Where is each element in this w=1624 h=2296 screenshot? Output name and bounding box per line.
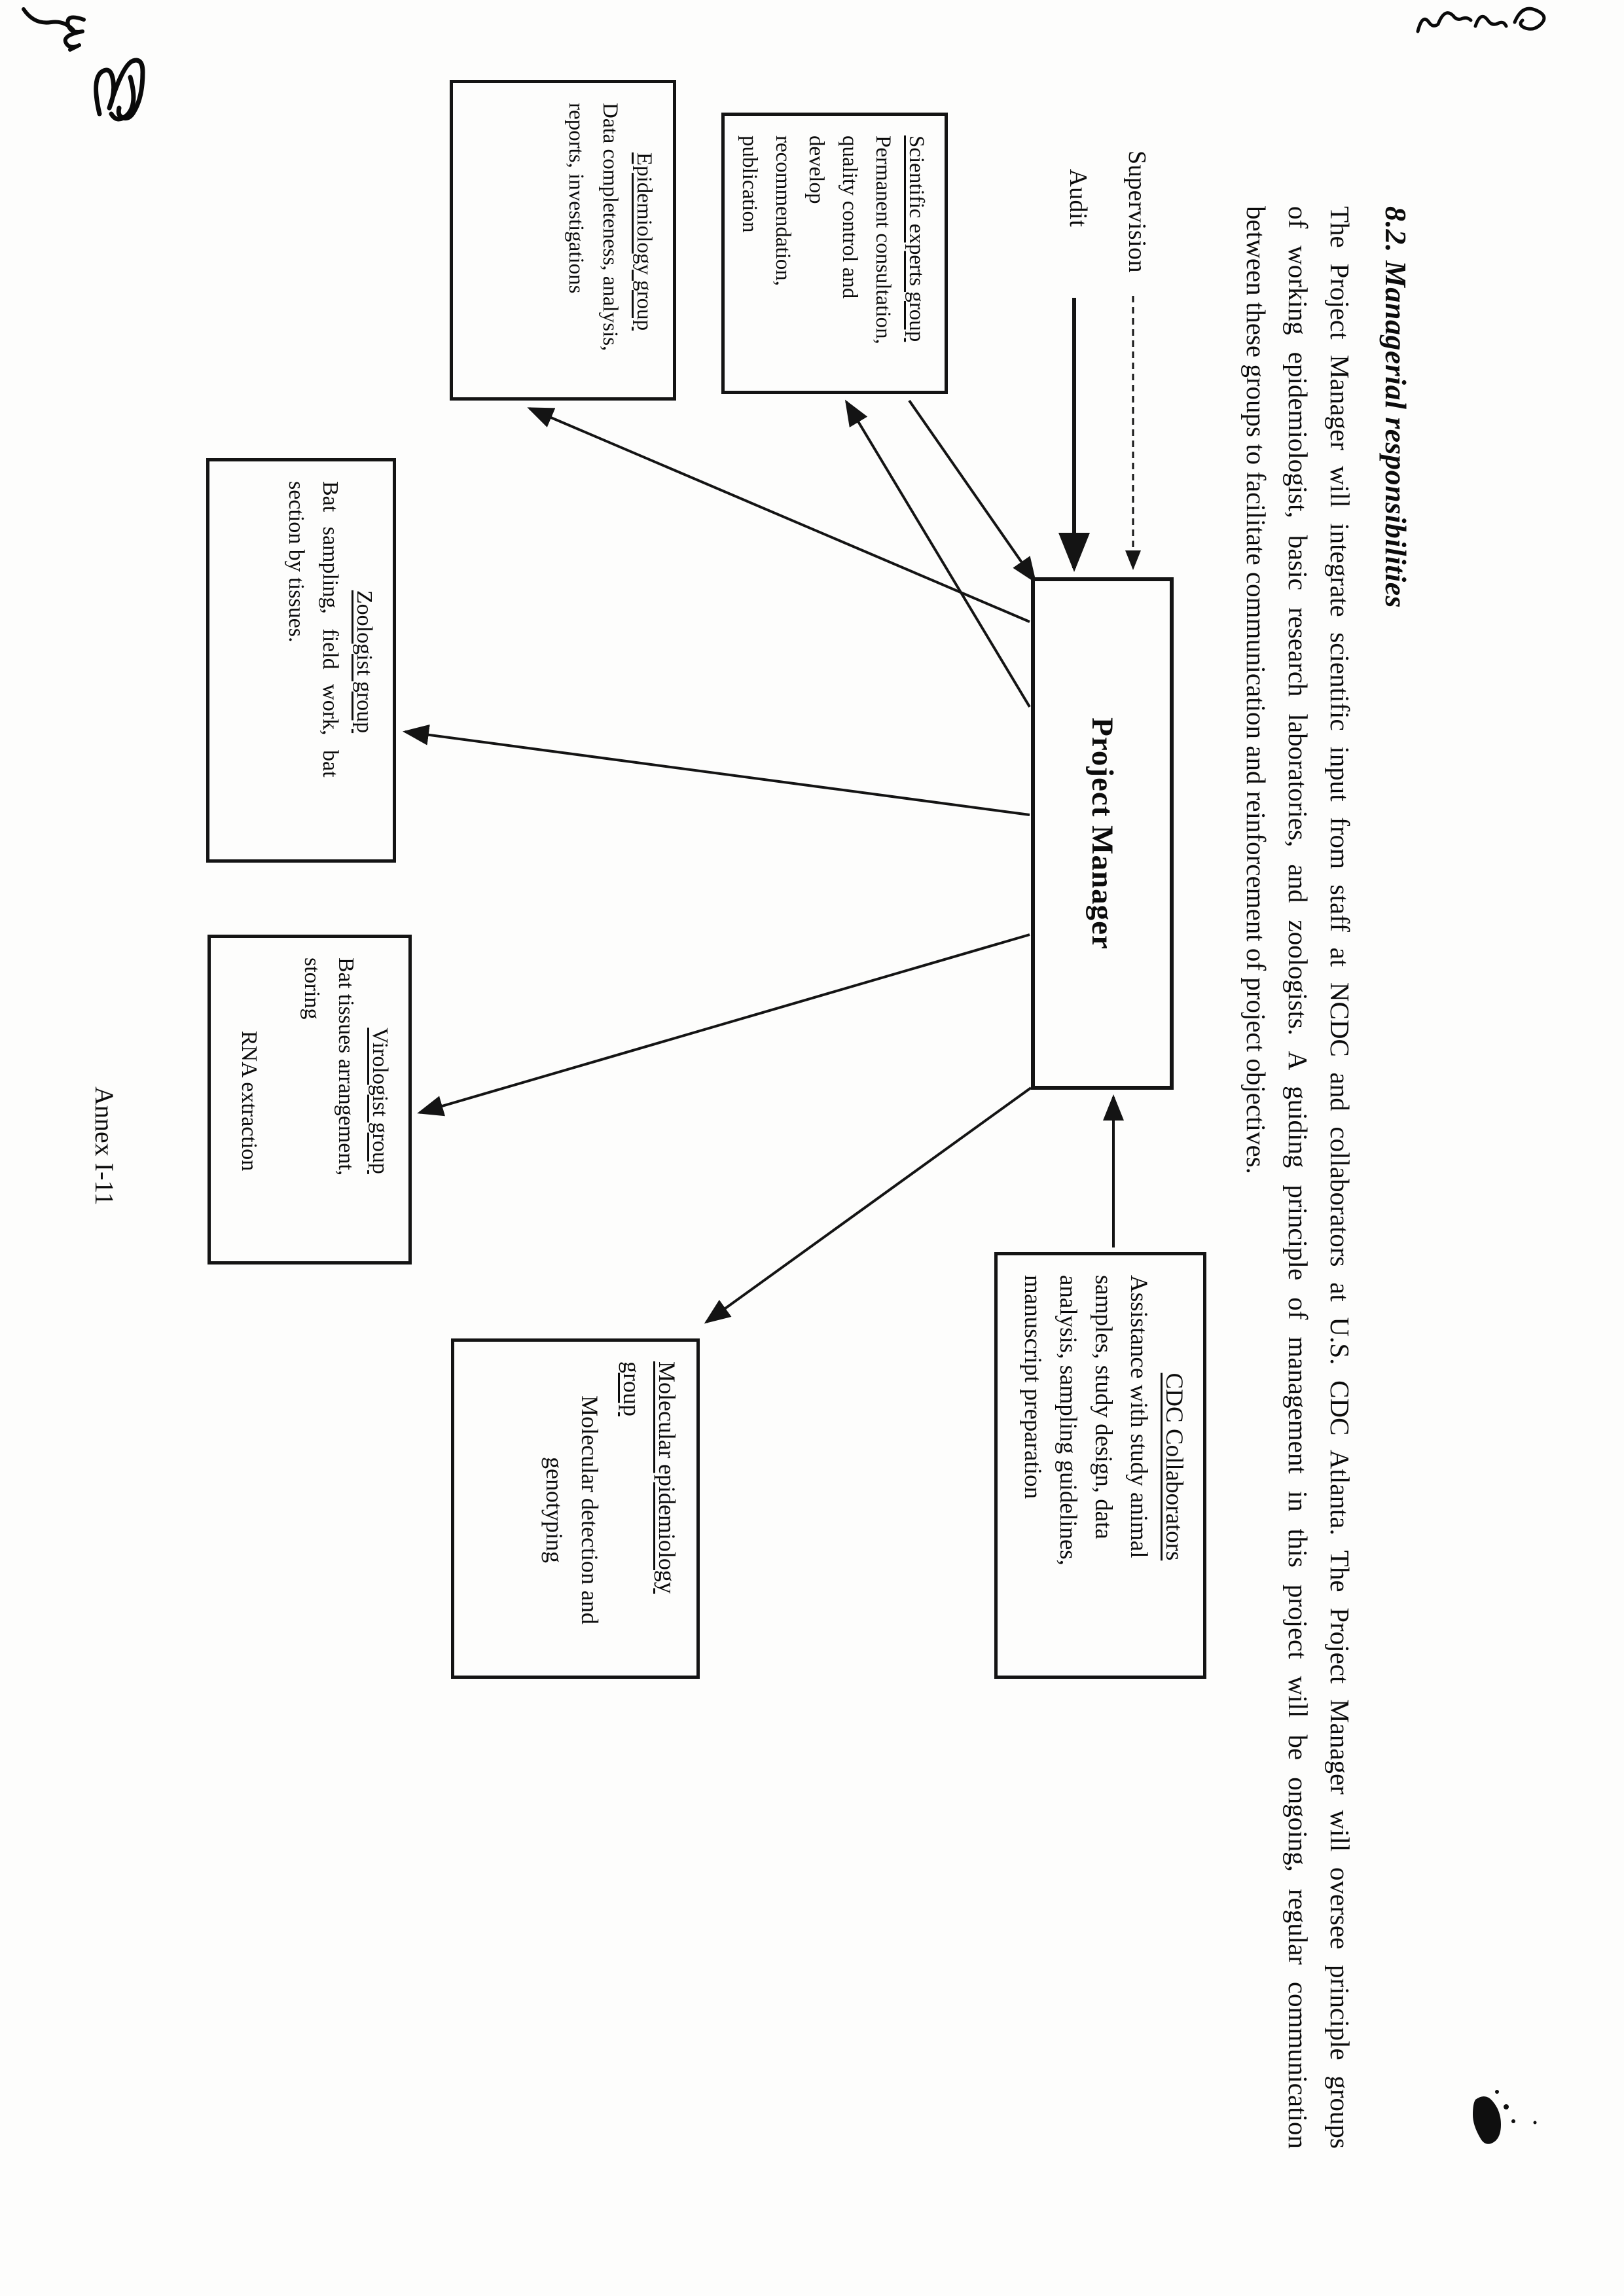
ink-speck: [1511, 2119, 1515, 2123]
ink-speck: [1533, 2121, 1537, 2125]
scientific-experts-to-pm-arrow: [908, 399, 1037, 584]
handwriting-scribble-top-left: [109, 75, 136, 122]
pm-to-zoologist-arrow: [403, 724, 1030, 816]
handwriting-signature-top-right: [1416, 11, 1473, 33]
ink-blob-bottom-right: [1473, 2096, 1501, 2144]
handwriting-signature-top-right: [1473, 14, 1508, 28]
handwriting-mark-top-left: [63, 15, 86, 52]
handwriting-scribble-top-left: [94, 58, 145, 120]
ink-speck: [1504, 2104, 1509, 2109]
pm-to-scientific-experts-arrow: [844, 399, 1031, 708]
ink-speck: [1495, 2090, 1499, 2094]
handwriting-signature-top-right: [1513, 7, 1546, 31]
pm-to-molecular-arrow: [704, 1086, 1032, 1324]
pm-to-epidemiology-arrow: [527, 407, 1030, 623]
pm-to-virologist-arrow: [417, 933, 1030, 1117]
handwriting-mark-top-left: [22, 7, 75, 32]
